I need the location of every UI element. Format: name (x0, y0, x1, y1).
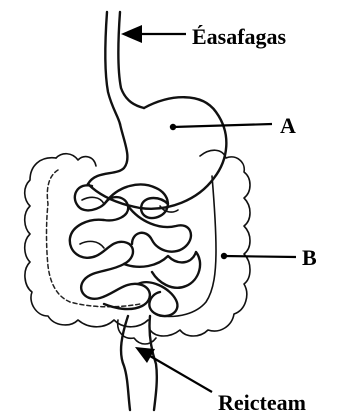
a-pointer (170, 124, 272, 130)
rectum (121, 316, 157, 410)
b-pointer (221, 253, 296, 259)
rectum-label: Reicteam (218, 390, 306, 415)
oesophagus-pointer (121, 25, 186, 43)
a-label: A (280, 113, 296, 138)
oesophagus-label: Éasafagas (192, 24, 287, 49)
large-intestine (25, 150, 250, 344)
rectum-pointer (135, 347, 212, 392)
b-label: B (302, 245, 317, 270)
